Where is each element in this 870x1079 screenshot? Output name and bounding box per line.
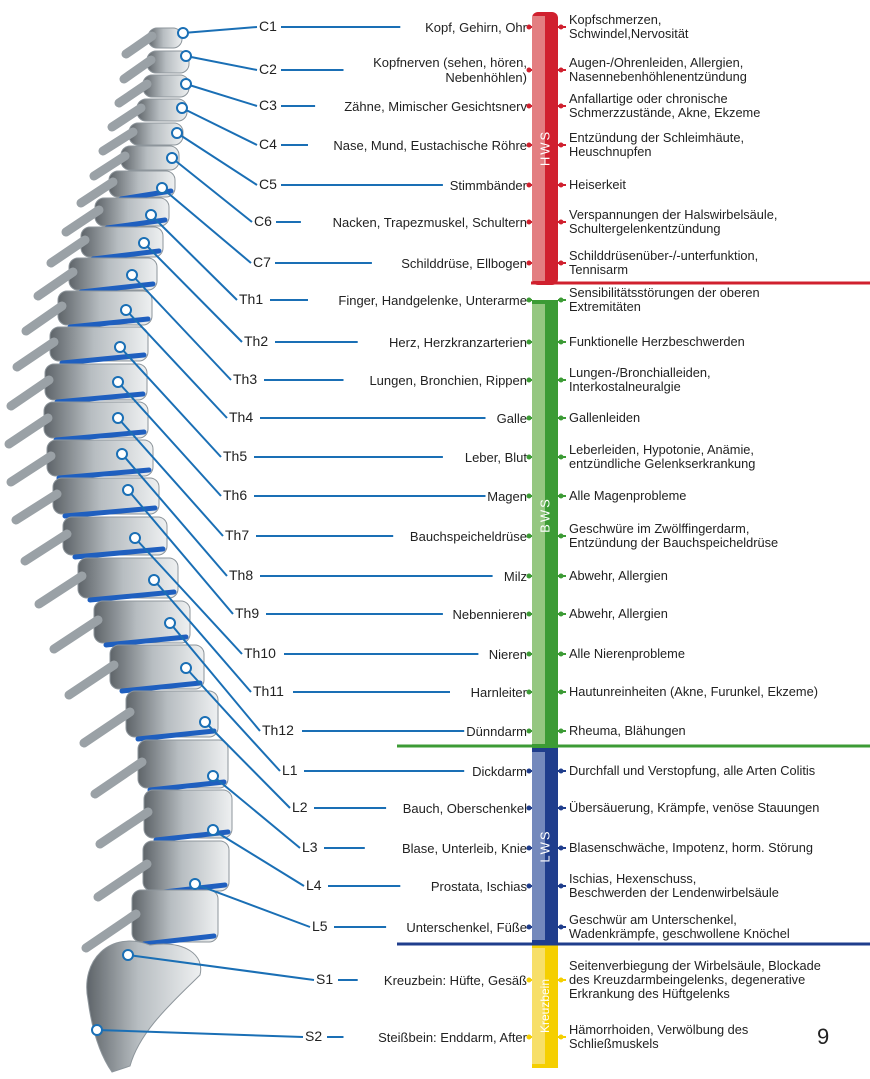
organ-box-Th5: Leber, Blut — [0, 437, 527, 477]
organ-label-L1: Dickdarm — [472, 764, 527, 779]
symptom-label-Th3: Lungen-/Bronchialleiden, Interkostalneur… — [569, 366, 869, 394]
symptom-label-C6: Verspannungen der Halswirbelsäule, Schul… — [569, 208, 869, 236]
organ-box-C3: Zähne, Mimischer Gesichtsnerv — [0, 86, 527, 126]
symptom-label-Th5: Leberleiden, Hypotonie, Anämie, entzündl… — [569, 443, 869, 471]
symptom-label-Th11: Hautunreinheiten (Akne, Furunkel, Ekzeme… — [569, 685, 869, 699]
symptom-label-S1: Seitenverbiegung der Wirbelsäule, Blocka… — [569, 959, 869, 1001]
organ-box-L4: Prostata, Ischias — [0, 866, 527, 906]
organ-label-Th11: Harnleiter — [471, 685, 527, 700]
organ-box-C5: Stimmbänder — [0, 165, 527, 205]
symptom-label-C7: Schilddrüsenüber-/-unterfunktion, Tennis… — [569, 249, 869, 277]
symptom-label-L3: Blasenschwäche, Impotenz, horm. Störung — [569, 841, 869, 855]
organ-box-L1: Dickdarm — [0, 751, 527, 791]
symptom-label-Th4: Gallenleiden — [569, 411, 869, 425]
region-label-lws: LWS — [538, 829, 553, 862]
organ-box-L2: Bauch, Oberschenkel — [0, 788, 527, 828]
organ-box-S2: Steißbein: Enddarm, After — [0, 1017, 527, 1057]
organ-box-Th9: Nebennieren — [0, 594, 527, 634]
organ-label-Th12: Dünndarm — [466, 724, 527, 739]
symptom-label-Th6: Alle Magenprobleme — [569, 489, 869, 503]
organ-label-C5: Stimmbänder — [450, 178, 527, 193]
organ-label-Th1: Finger, Handgelenke, Unterarme — [338, 293, 527, 308]
region-label-hws: HWS — [538, 130, 553, 166]
organ-box-C6: Nacken, Trapezmuskel, Schultern — [0, 202, 527, 242]
organ-label-C3: Zähne, Mimischer Gesichtsnerv — [344, 99, 527, 114]
organ-label-S1: Kreuzbein: Hüfte, Gesäß — [384, 973, 527, 988]
organ-box-C4: Nase, Mund, Eustachische Röhre — [0, 125, 527, 165]
symptom-label-Th12: Rheuma, Blähungen — [569, 724, 869, 738]
organ-label-C2: Kopfnerven (sehen, hören, Nebenhöhlen) — [373, 55, 527, 85]
symptom-label-Th10: Alle Nierenprobleme — [569, 647, 869, 661]
organ-box-Th8: Milz — [0, 556, 527, 596]
organ-label-C1: Kopf, Gehirn, Ohr — [425, 20, 527, 35]
organ-box-C2: Kopfnerven (sehen, hören, Nebenhöhlen) — [0, 50, 527, 90]
organ-label-C7: Schilddrüse, Ellbogen — [401, 256, 527, 271]
organ-label-Th5: Leber, Blut — [465, 450, 527, 465]
organ-label-Th10: Nieren — [489, 647, 527, 662]
organ-box-Th10: Nieren — [0, 634, 527, 674]
symptom-label-C4: Entzündung der Schleimhäute, Heuschnupfe… — [569, 131, 869, 159]
organ-label-Th7: Bauchspeicheldrüse — [410, 529, 527, 544]
organ-label-Th6: Magen — [487, 489, 527, 504]
organ-label-Th3: Lungen, Bronchien, Rippen — [369, 373, 527, 388]
symptom-label-Th8: Abwehr, Allergien — [569, 569, 869, 583]
organ-box-Th7: Bauchspeicheldrüse — [0, 516, 527, 556]
symptom-label-L1: Durchfall und Verstopfung, alle Arten Co… — [569, 764, 869, 778]
organ-label-Th8: Milz — [504, 569, 527, 584]
region-label-kreuzbein: Kreuzbein — [538, 979, 552, 1033]
organ-label-Th9: Nebennieren — [453, 607, 527, 622]
organ-box-L5: Unterschenkel, Füße — [0, 907, 527, 947]
symptom-label-Th2: Funktionelle Herzbeschwerden — [569, 335, 869, 349]
organ-label-L4: Prostata, Ischias — [431, 879, 527, 894]
organ-box-Th12: Dünndarm — [0, 711, 527, 751]
symptom-label-C1: Kopfschmerzen, Schwindel,Nervosität — [569, 13, 869, 41]
organ-label-Th4: Galle — [497, 411, 527, 426]
organ-label-C4: Nase, Mund, Eustachische Röhre — [333, 138, 527, 153]
organ-box-Th6: Magen — [0, 476, 527, 516]
organ-label-L3: Blase, Unterleib, Knie — [402, 841, 527, 856]
organ-box-C1: Kopf, Gehirn, Ohr — [0, 7, 527, 47]
symptom-label-L4: Ischias, Hexenschuss, Beschwerden der Le… — [569, 872, 869, 900]
symptom-label-C2: Augen-/Ohrenleiden, Allergien, Nasennebe… — [569, 56, 869, 84]
symptom-label-L2: Übersäuerung, Krämpfe, venöse Stauungen — [569, 801, 869, 815]
organ-box-L3: Blase, Unterleib, Knie — [0, 828, 527, 868]
symptom-label-C3: Anfallartige oder chronische Schmerzzust… — [569, 92, 869, 120]
symptom-label-Th9: Abwehr, Allergien — [569, 607, 869, 621]
symptom-label-C5: Heiserkeit — [569, 178, 869, 192]
organ-box-Th4: Galle — [0, 398, 527, 438]
organ-box-Th3: Lungen, Bronchien, Rippen — [0, 360, 527, 400]
symptom-label-Th7: Geschwüre im Zwölffingerdarm, Entzündung… — [569, 522, 869, 550]
organ-label-L2: Bauch, Oberschenkel — [403, 801, 527, 816]
symptom-label-L5: Geschwür am Unterschenkel, Wadenkrämpfe,… — [569, 913, 869, 941]
organ-label-L5: Unterschenkel, Füße — [406, 920, 527, 935]
organ-box-Th1: Finger, Handgelenke, Unterarme — [0, 280, 527, 320]
organ-label-Th2: Herz, Herzkranzarterien — [389, 335, 527, 350]
organ-box-C7: Schilddrüse, Ellbogen — [0, 243, 527, 283]
region-label-bws: BWS — [538, 497, 553, 533]
organ-label-S2: Steißbein: Enddarm, After — [378, 1030, 527, 1045]
symptom-label-Th1: Sensibilitätsstörungen der oberen Extrem… — [569, 286, 869, 314]
organ-box-Th11: Harnleiter — [0, 672, 527, 712]
page-number: 9 — [817, 1024, 829, 1050]
organ-label-C6: Nacken, Trapezmuskel, Schultern — [333, 215, 527, 230]
organ-box-Th2: Herz, Herzkranzarterien — [0, 322, 527, 362]
organ-box-S1: Kreuzbein: Hüfte, Gesäß — [0, 960, 527, 1000]
